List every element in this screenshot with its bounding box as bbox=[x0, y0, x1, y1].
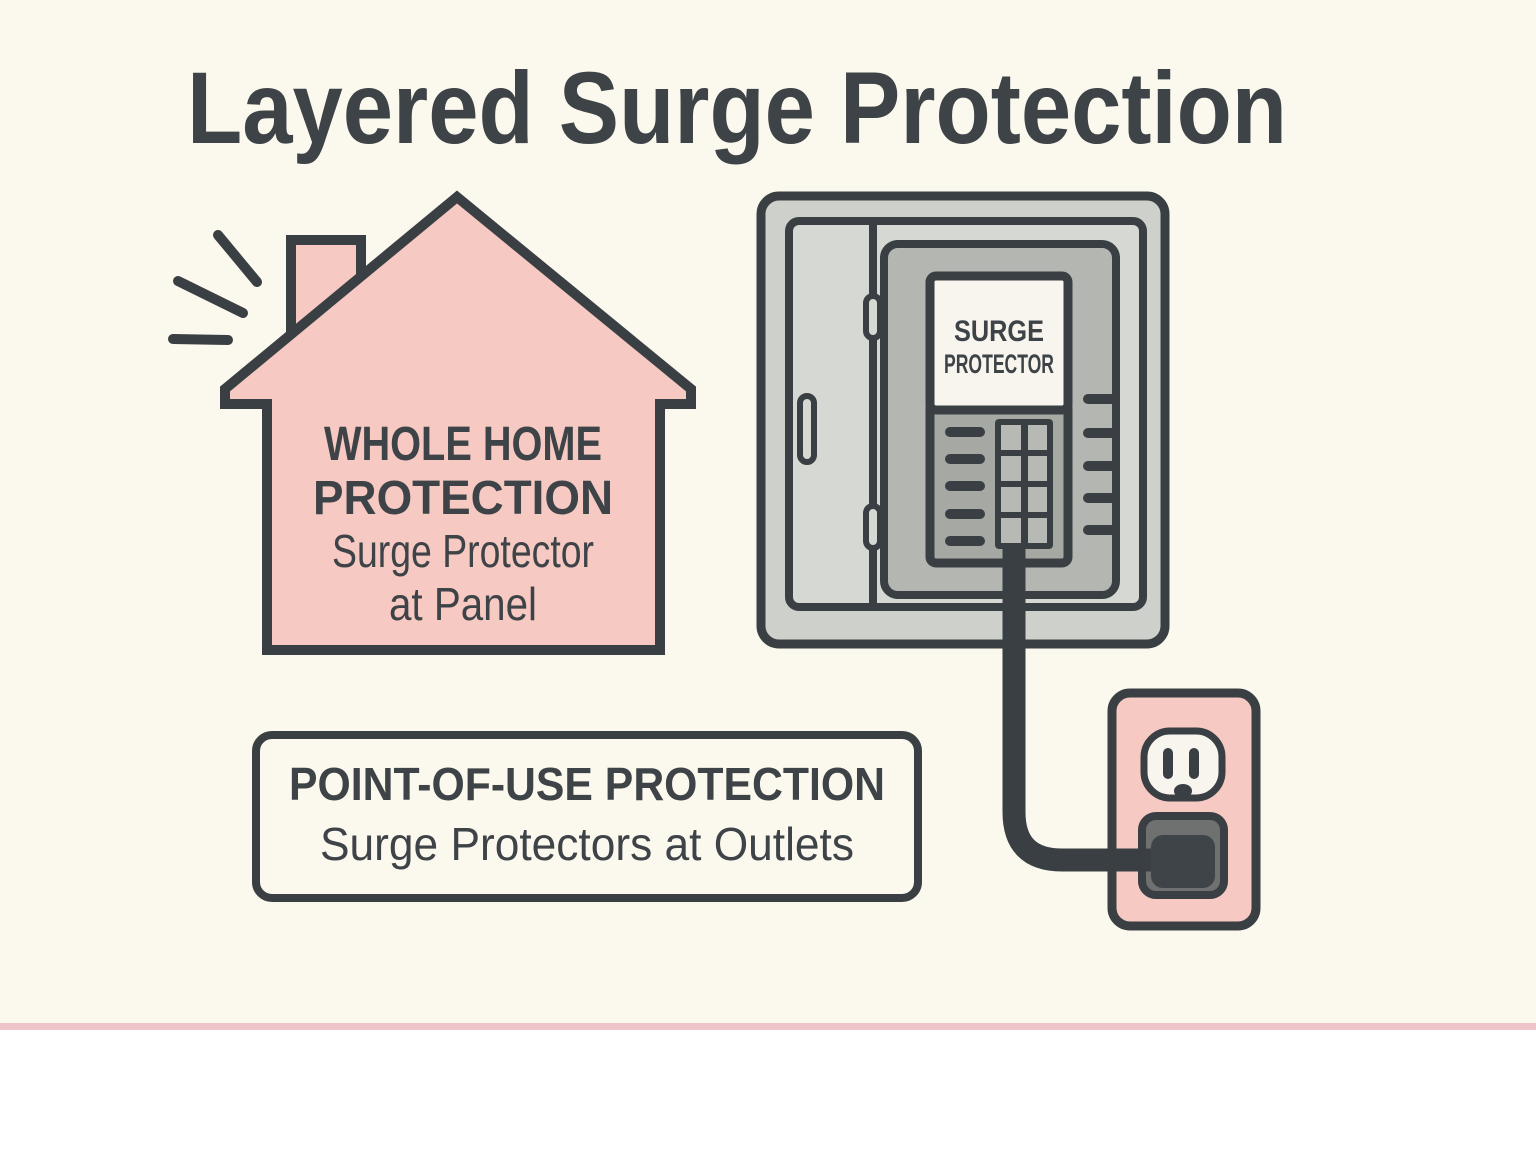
breaker-cell bbox=[1001, 518, 1021, 543]
plug-body bbox=[1151, 835, 1215, 888]
panel-tick bbox=[1083, 493, 1117, 503]
breaker-pill bbox=[945, 454, 985, 464]
bottom-strip bbox=[0, 1030, 1536, 1154]
breaker-pill bbox=[945, 481, 985, 491]
panel-tick bbox=[1083, 428, 1117, 438]
panel-tick bbox=[1083, 394, 1117, 404]
breaker-pill bbox=[945, 427, 985, 437]
burst-line-bottom bbox=[168, 334, 233, 345]
page-title: Layered Surge Protection bbox=[187, 51, 1287, 165]
whole-home-heading-line1: WHOLE HOME bbox=[324, 418, 602, 471]
whole-home-heading-line2: PROTECTION bbox=[313, 472, 613, 525]
power-cord bbox=[1002, 548, 1162, 872]
panel-tick-marks bbox=[1083, 394, 1117, 535]
panel-tick bbox=[1083, 525, 1117, 535]
outlet-slot-right bbox=[1189, 748, 1199, 779]
burst-line-middle bbox=[173, 276, 248, 318]
panel-door-handle bbox=[797, 393, 817, 465]
house-shape bbox=[220, 190, 696, 655]
breaker-cell bbox=[1028, 425, 1047, 450]
outlet bbox=[1107, 688, 1261, 931]
outlet-slot-left bbox=[1163, 748, 1173, 779]
point-of-use-subheading: Surge Protectors at Outlets bbox=[320, 818, 854, 870]
electrical-panel: SURGE PROTECTOR bbox=[756, 191, 1170, 649]
breaker-grid bbox=[995, 419, 1053, 549]
burst-line-top bbox=[213, 230, 262, 287]
breaker-cell bbox=[1001, 425, 1021, 450]
surge-protector-label-plate bbox=[925, 271, 1073, 415]
breaker-cell bbox=[1001, 456, 1021, 481]
surge-label-line2: PROTECTOR bbox=[944, 349, 1054, 379]
breaker-pill bbox=[945, 509, 985, 519]
point-of-use-box bbox=[252, 731, 922, 902]
breaker-cell bbox=[1001, 487, 1021, 512]
breaker-cell bbox=[1028, 456, 1047, 481]
breaker-pills bbox=[945, 427, 985, 546]
breaker-grid-frame bbox=[995, 419, 1053, 549]
whole-home-sub-line2: at Panel bbox=[389, 578, 537, 630]
surge-label-line1: SURGE bbox=[954, 315, 1044, 348]
outlet-ground-hole bbox=[1174, 784, 1192, 798]
whole-home-sub-line1: Surge Protector bbox=[332, 525, 594, 577]
point-of-use-callout: POINT-OF-USE PROTECTION Surge Protectors… bbox=[252, 731, 922, 902]
panel-hinge-bottom bbox=[863, 503, 883, 551]
panel-tick bbox=[1083, 461, 1117, 471]
breaker-pill bbox=[945, 536, 985, 546]
burst-lines bbox=[168, 230, 262, 345]
breaker-cell bbox=[1028, 518, 1047, 543]
panel-hinge-top bbox=[863, 293, 883, 341]
point-of-use-heading: POINT-OF-USE PROTECTION bbox=[289, 758, 885, 810]
breaker-grid-cells bbox=[1001, 425, 1047, 543]
breaker-cell bbox=[1028, 487, 1047, 512]
bottom-divider-line bbox=[0, 1023, 1536, 1030]
